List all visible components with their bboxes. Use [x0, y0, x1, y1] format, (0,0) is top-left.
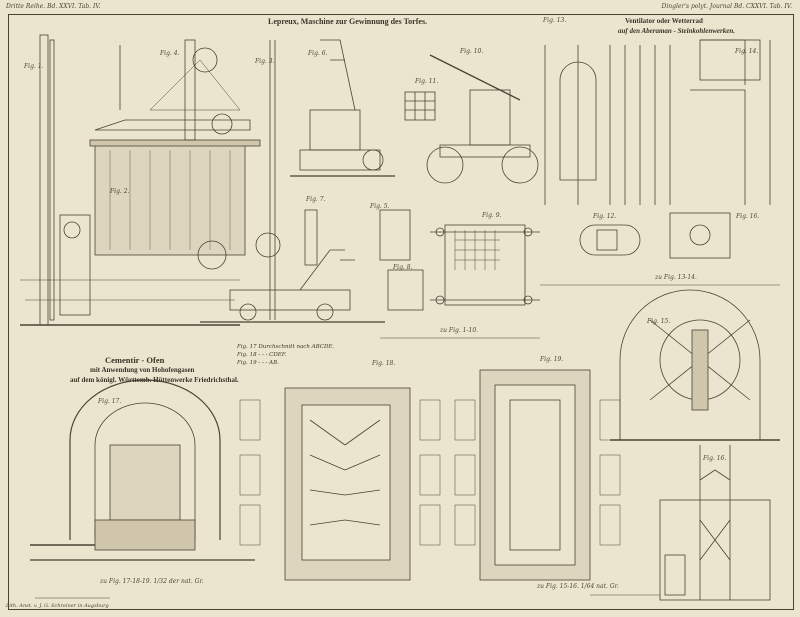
plate-frame: [8, 14, 794, 610]
fig10-drawing: [426, 54, 539, 184]
fig13-drawing: [544, 45, 611, 205]
fig-label: Fig. 15.: [647, 318, 671, 325]
header-left: Dritte Reihe. Bd. XXVI. Tab. IV.: [6, 3, 101, 10]
title-ventilator-1: Ventilator oder Wetterrad: [625, 17, 703, 25]
fig9-drawing: [430, 224, 540, 306]
fig-label: Fig. 8.: [393, 264, 413, 271]
fig-label: Fig. 16.: [703, 455, 727, 462]
fig-label: Fig. 5.: [370, 203, 390, 210]
fig4-drawing: [94, 39, 251, 141]
section-legend: Fig. 17 Durchschnitt nach ABCDE. Fig. 18…: [237, 343, 334, 367]
title-torf: Lepreux, Maschine zur Gewinnung des Torf…: [268, 17, 428, 26]
title-ofen-3: auf dem königl. Württemb. Hüttenwerke Fr…: [70, 376, 239, 384]
fig-label: Fig. 19.: [540, 356, 564, 363]
fig14-drawing: [624, 39, 771, 259]
fig19-drawing: [454, 369, 621, 581]
fig-label: Fig. 7.: [306, 196, 326, 203]
fig-label: Fig. 11.: [415, 78, 439, 85]
fig-label: Fig. 9.: [482, 212, 502, 219]
fig7-drawing: [304, 209, 318, 266]
legend-line: Fig. 17 Durchschnitt nach ABCDE.: [237, 344, 335, 350]
scale-bars: [35, 284, 780, 599]
fig-label: Fig. 4.: [160, 50, 180, 57]
fig-label: Fig. 3.: [255, 58, 275, 65]
legend-line: Fig. 19 - - - AB.: [237, 360, 279, 366]
fig11-drawing: [404, 91, 436, 121]
fig-label: Fig. 6.: [308, 50, 328, 57]
fig-label: Fig. 12.: [593, 213, 617, 220]
scale-caption: zu Fig. 17-18-19. 1/32 der nat. Gr.: [100, 578, 204, 585]
fig12-drawing: [579, 224, 641, 256]
fig-label: Fig. 2.: [110, 188, 130, 195]
fig-label: Fig. 17.: [98, 398, 122, 405]
fig5-drawing: [200, 40, 385, 323]
fig-label: Fig. 1.: [24, 63, 44, 70]
scale-caption: zu Fig. 1-10.: [440, 327, 479, 334]
title-ofen-2: mit Anwendung von Hohofengasen: [90, 366, 195, 374]
fig-label: Fig. 16.: [736, 213, 760, 220]
fig-label: Fig. 14.: [735, 48, 759, 55]
fig1-drawing: [20, 34, 261, 326]
fig17-drawing: [30, 379, 255, 561]
fig-label: Fig. 18.: [372, 360, 396, 367]
scale-caption: zu Fig. 13-14.: [655, 274, 697, 281]
fig8-drawing: [379, 209, 424, 311]
fig-label: Fig. 10.: [460, 48, 484, 55]
scale-caption: zu Fig. 15-16. 1/64 nat. Gr.: [537, 583, 619, 590]
title-ofen-1: Cementir - Ofen: [105, 355, 165, 365]
title-ventilator-2: auf den Aberaman - Steinkohlenwerken.: [618, 27, 736, 35]
lithographer-credit: Lith. Anst. v. J. G. Schreiner in Augsbu…: [6, 603, 109, 609]
legend-line: Fig. 18 - - - CDEF.: [237, 352, 287, 358]
fig15-drawing: [610, 289, 780, 441]
fig6-drawing: [290, 39, 395, 177]
fig-label: Fig. 13.: [543, 17, 567, 24]
fig18-drawing: [239, 387, 441, 581]
header-right: Dingler's polyt. Journal Bd. CXXVI. Tab.…: [661, 3, 792, 10]
fig16-drawing: [659, 445, 771, 601]
